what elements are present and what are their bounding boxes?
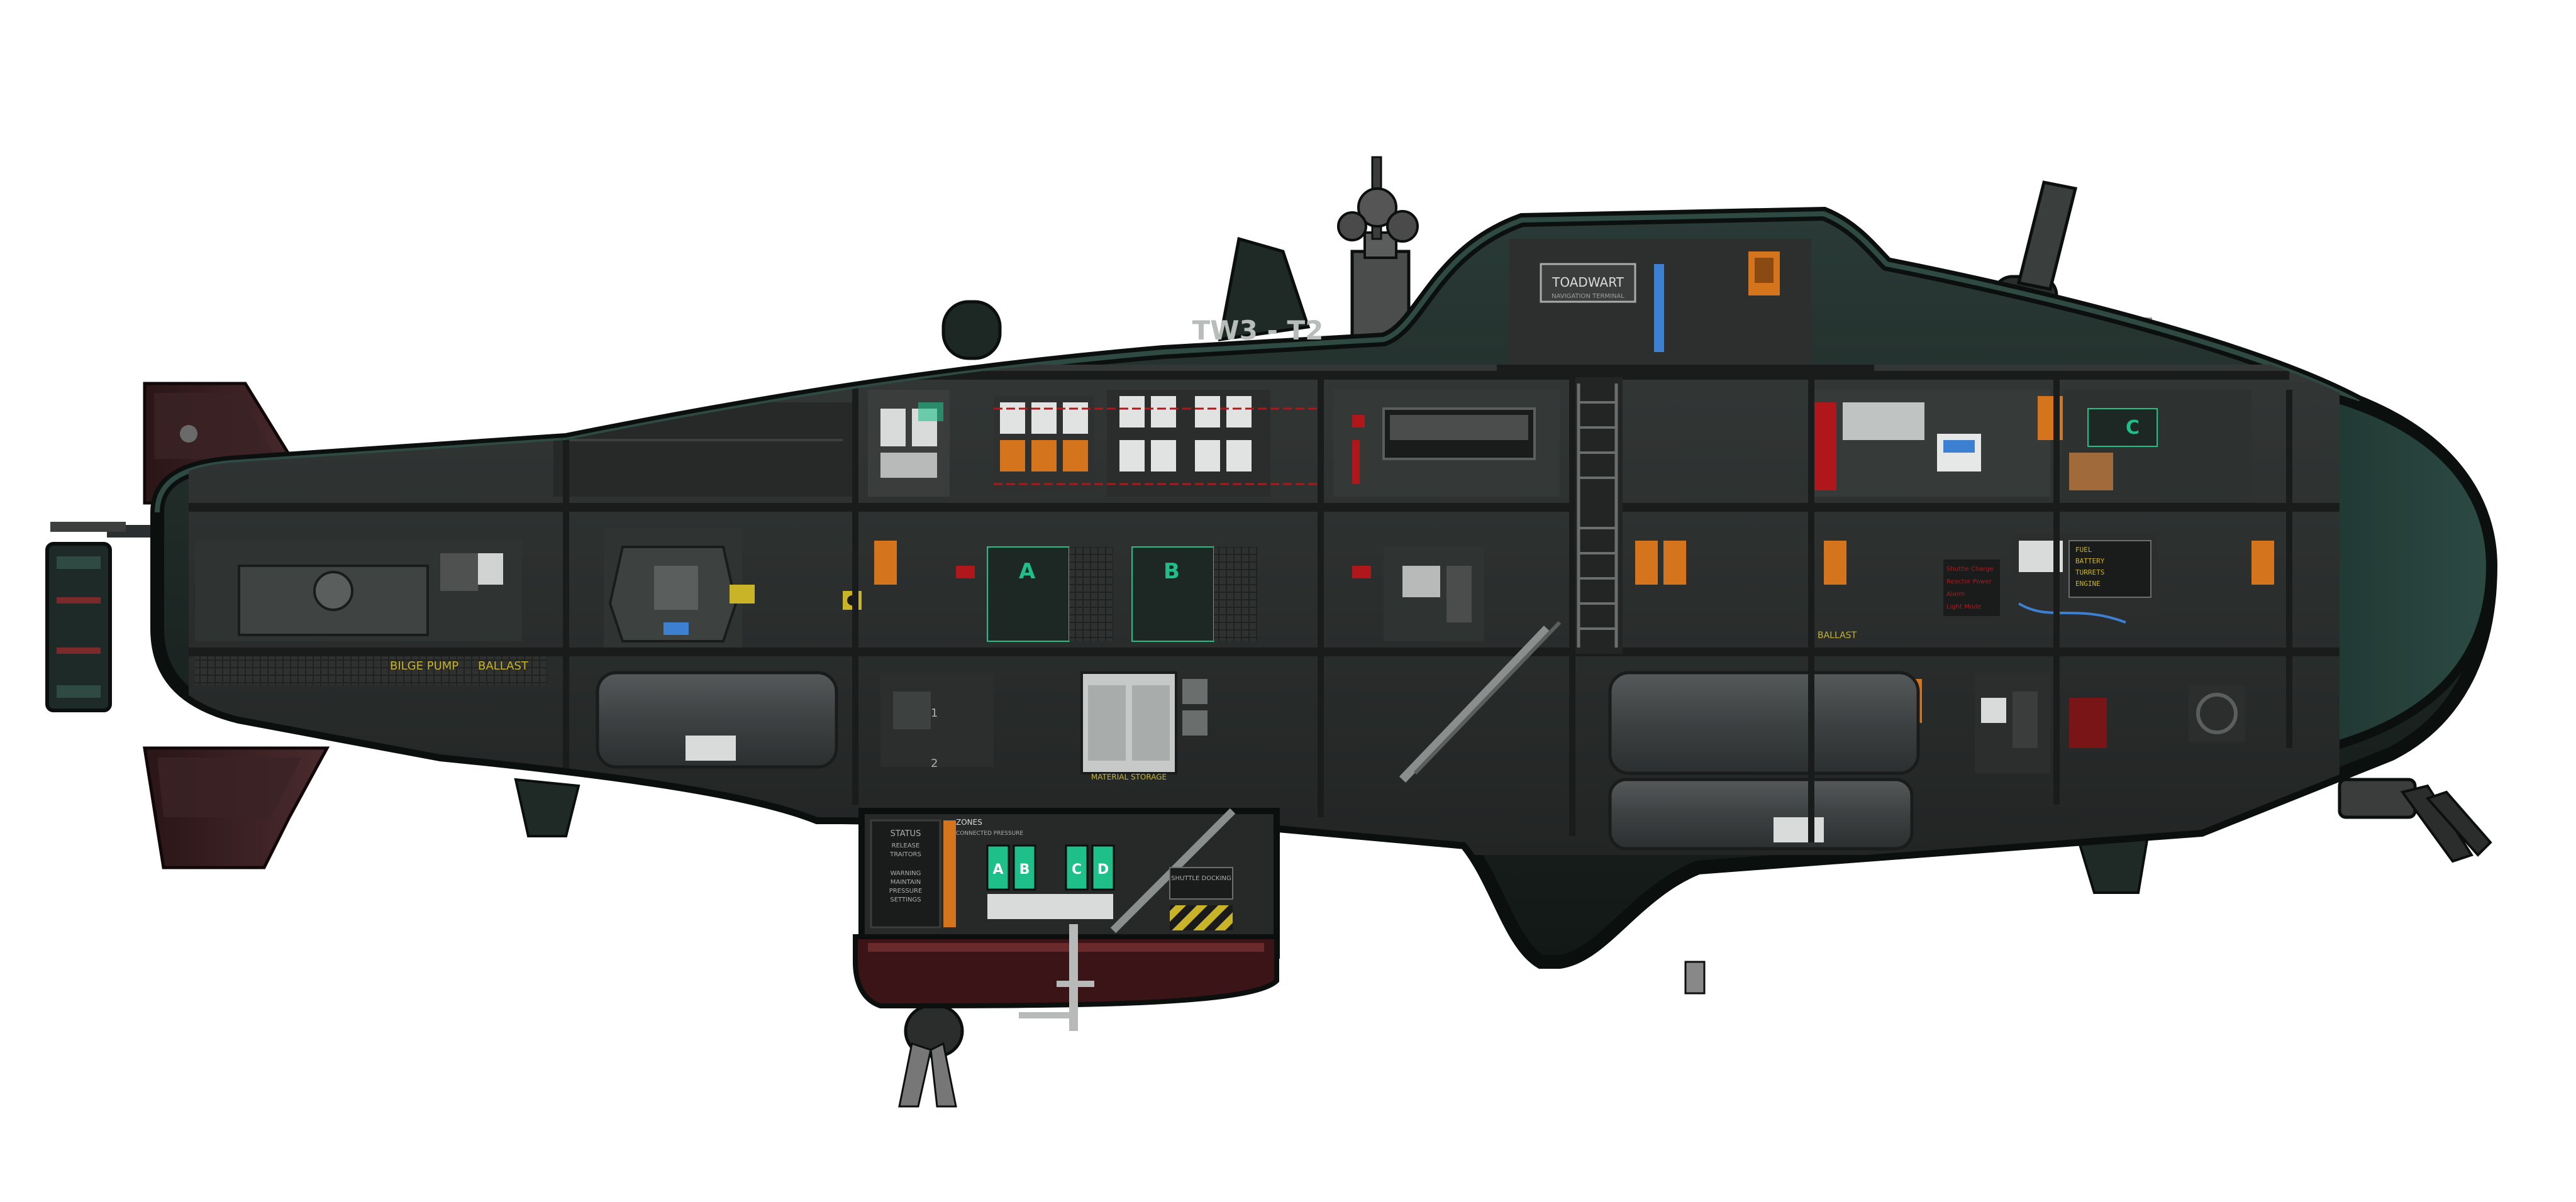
panel-line-engine: ENGINE — [2075, 580, 2101, 588]
panel-line-battery: BATTERY — [2075, 557, 2105, 565]
ventral-fin-left — [514, 778, 580, 837]
airlock-c: C — [1065, 844, 1089, 891]
shuttle-dock-label: SHUTTLE DOCKING — [1171, 875, 1231, 882]
docking-clamp-icon — [2338, 778, 2492, 863]
ballast-label-left: BALLAST — [478, 659, 529, 673]
status-line-2: TRAITORS — [889, 851, 921, 858]
bulkheads — [563, 377, 2292, 842]
alarm-light-right — [1352, 566, 1371, 578]
battery-icon — [1975, 673, 2050, 773]
panel-line-fuel: FUEL — [2075, 546, 2092, 554]
ballast-tank-rear — [596, 671, 838, 769]
status-line-1: RELEASE — [892, 842, 920, 849]
pump-icon — [880, 673, 994, 767]
nose-cone — [2297, 384, 2496, 753]
cargo-bay-b: B — [1131, 546, 1258, 642]
material-storage-label: MATERIAL STORAGE — [1091, 773, 1167, 781]
medical-icon — [1811, 390, 2050, 497]
status-line-7: SETTINGS — [890, 896, 921, 903]
alarm-line-2: Reactor Power — [1946, 578, 1992, 585]
bilge-label: BILGE PUMP — [390, 659, 458, 673]
cargo-bay-c: C — [2038, 390, 2251, 497]
alarm-line-3: Alarm — [1946, 591, 1965, 598]
airlock-d-label: D — [1097, 862, 1109, 878]
reactor-icon — [604, 528, 742, 648]
alarm-light-left — [956, 566, 975, 578]
status-line-4: WARNING — [891, 870, 921, 877]
airlock-d: D — [1091, 844, 1115, 891]
status-title: STATUS — [891, 829, 921, 839]
alarm-line-1: Shuttle Charge — [1946, 566, 1994, 573]
dorsal-fin — [1218, 236, 1311, 341]
material-storage: MATERIAL STORAGE — [1080, 671, 1208, 781]
hatch-icon — [941, 300, 1002, 360]
cargo-bay-a-label: A — [1019, 559, 1036, 584]
radar-dish-icon — [1337, 187, 1419, 243]
cargo-bay-a: A — [987, 546, 1113, 642]
alarm-line-4: Light Mode — [1946, 604, 1981, 610]
junction-box-icon — [994, 390, 1321, 497]
status-line-5: MAINTAIN — [891, 879, 921, 886]
deck-number-2: 2 — [931, 757, 938, 770]
zones-sub-label: CONNECTED PRESSURE — [956, 830, 1023, 837]
docking-port-base — [853, 934, 1279, 1009]
alarm-panel: Shuttle Charge Reactor Power Alarm Light… — [1943, 560, 2000, 616]
navigation-sign-sub: NAVIGATION TERMINAL — [1552, 293, 1624, 300]
warning-sign-icon — [730, 585, 755, 604]
airlock-b-label: B — [1019, 862, 1030, 878]
staircase — [1399, 626, 1551, 783]
ladder-icon — [1572, 377, 1623, 654]
airlock-b: B — [1013, 844, 1036, 891]
depth-charge-icon — [898, 1004, 964, 1108]
reactor-control-panel: FUEL BATTERY TURRETS ENGINE — [2012, 534, 2157, 624]
airlock-a: A — [986, 844, 1010, 891]
deck-number-1: 1 — [931, 707, 938, 720]
airlock-c-label: C — [1072, 862, 1082, 878]
status-line-6: PRESSURE — [889, 888, 923, 895]
fabricator-icon — [868, 390, 950, 497]
ballast-tank-front — [1608, 671, 1920, 851]
airlock-a-label: A — [992, 862, 1003, 878]
panel-line-turrets: TURRETS — [2075, 568, 2104, 576]
cargo-bay-c-label: C — [2126, 417, 2140, 439]
hull-marking: TW3 - T2 — [1192, 315, 1324, 346]
propeller-icon — [45, 522, 176, 712]
fire-extinguisher — [2069, 698, 2107, 748]
periscope-icon — [1350, 156, 1411, 348]
oxygen-generator-icon — [1384, 547, 1484, 641]
navigation-sign: TOADWART — [1552, 275, 1624, 290]
cargo-bay-b-label: B — [1163, 559, 1180, 584]
zones-label: ZONES — [956, 818, 982, 827]
ballast-label-right: BALLAST — [1818, 631, 1857, 641]
